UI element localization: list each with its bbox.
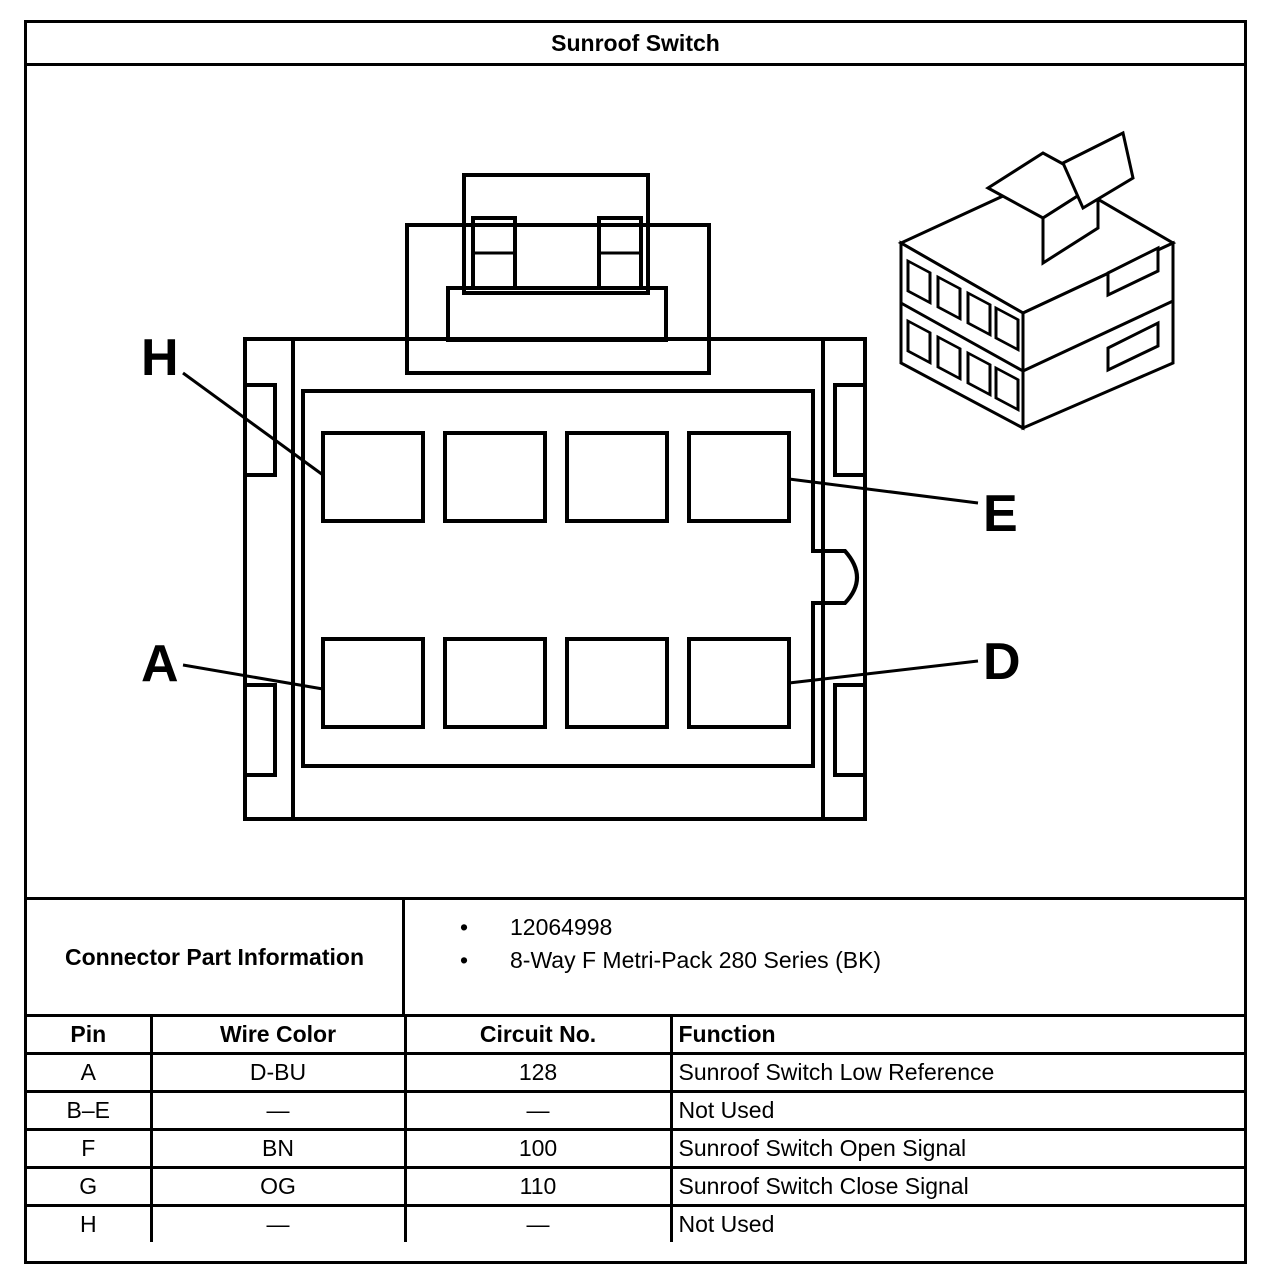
pin-cell: G <box>27 1166 153 1207</box>
wire-color-cell: OG <box>149 1166 407 1207</box>
latch-bar <box>446 286 668 342</box>
connector-sheet: Sunroof Switch <box>24 20 1247 1264</box>
latch-top <box>462 173 650 295</box>
table-row: F BN 100 Sunroof Switch Open Signal <box>27 1128 1244 1169</box>
side-clip-bottom-right <box>833 683 867 777</box>
header-pin: Pin <box>27 1017 153 1055</box>
connector-part-info-label: Connector Part Information <box>27 900 405 1014</box>
bullet: • <box>460 947 469 973</box>
header-circuit-no: Circuit No. <box>403 1017 673 1055</box>
bullet: • <box>460 914 469 940</box>
terminal-b <box>443 637 547 729</box>
pin-cell: F <box>27 1128 153 1169</box>
circuit-no-cell: 110 <box>403 1166 673 1207</box>
latch-housing <box>405 223 711 375</box>
terminal-d <box>687 637 791 729</box>
pin-table-header: Pin Wire Color Circuit No. Function <box>27 1017 1244 1055</box>
pin-cell: B–E <box>27 1090 153 1131</box>
circuit-no-cell: — <box>403 1204 673 1242</box>
pin-label-d: D <box>983 633 1021 691</box>
table-row: A D-BU 128 Sunroof Switch Low Reference <box>27 1052 1244 1093</box>
pin-cell: H <box>27 1204 153 1242</box>
pin-label-a: A <box>141 635 179 693</box>
function-cell: Not Used <box>669 1204 1244 1242</box>
pin-label-e: E <box>983 485 1018 543</box>
connector-isometric-view <box>897 130 1177 431</box>
page-title: Sunroof Switch <box>27 23 1244 66</box>
pin-label-h: H <box>141 329 179 387</box>
circuit-no-cell: 128 <box>403 1052 673 1093</box>
connector-part-info-list: • 12064998 • 8-Way F Metri-Pack 280 Seri… <box>405 900 1244 1028</box>
wire-color-cell: D-BU <box>149 1052 407 1093</box>
function-cell: Sunroof Switch Open Signal <box>669 1128 1244 1169</box>
wire-color-cell: — <box>149 1090 407 1131</box>
terminal-cavity <box>301 389 859 768</box>
terminal-c <box>565 637 669 729</box>
wire-color-cell: — <box>149 1204 407 1242</box>
table-row: G OG 110 Sunroof Switch Close Signal <box>27 1166 1244 1207</box>
side-clip-bottom-left <box>243 683 277 777</box>
circuit-no-cell: 100 <box>403 1128 673 1169</box>
terminal-e <box>687 431 791 523</box>
pin-cell: A <box>27 1052 153 1093</box>
header-function: Function <box>669 1017 1244 1055</box>
connector-diagram: H E A D <box>27 66 1244 900</box>
connector-face-drawing: H E A D <box>141 130 1177 821</box>
side-clip-top-right <box>833 383 867 477</box>
part-info-item: • 8-Way F Metri-Pack 280 Series (BK) <box>405 947 1244 980</box>
function-cell: Sunroof Switch Low Reference <box>669 1052 1244 1093</box>
terminal-a <box>321 637 425 729</box>
leader-lines <box>182 371 979 691</box>
wire-color-cell: BN <box>149 1128 407 1169</box>
header-wire-color: Wire Color <box>149 1017 407 1055</box>
side-clip-top-left <box>243 383 277 477</box>
table-row: H — — Not Used <box>27 1204 1244 1242</box>
connector-description: 8-Way F Metri-Pack 280 Series (BK) <box>510 947 882 973</box>
function-cell: Not Used <box>669 1090 1244 1131</box>
part-number: 12064998 <box>510 914 613 940</box>
terminal-f <box>565 431 669 523</box>
table-row: B–E — — Not Used <box>27 1090 1244 1131</box>
function-cell: Sunroof Switch Close Signal <box>669 1166 1244 1207</box>
connector-part-info: Connector Part Information • 12064998 • … <box>27 897 1244 1017</box>
circuit-no-cell: — <box>403 1090 673 1131</box>
part-info-item: • 12064998 <box>405 914 1244 947</box>
terminal-h <box>321 431 425 523</box>
pin-table: Pin Wire Color Circuit No. Function A D-… <box>27 1017 1244 1242</box>
connector-outer-body <box>243 337 867 821</box>
terminal-g <box>443 431 547 523</box>
terminal-grid <box>321 431 791 729</box>
